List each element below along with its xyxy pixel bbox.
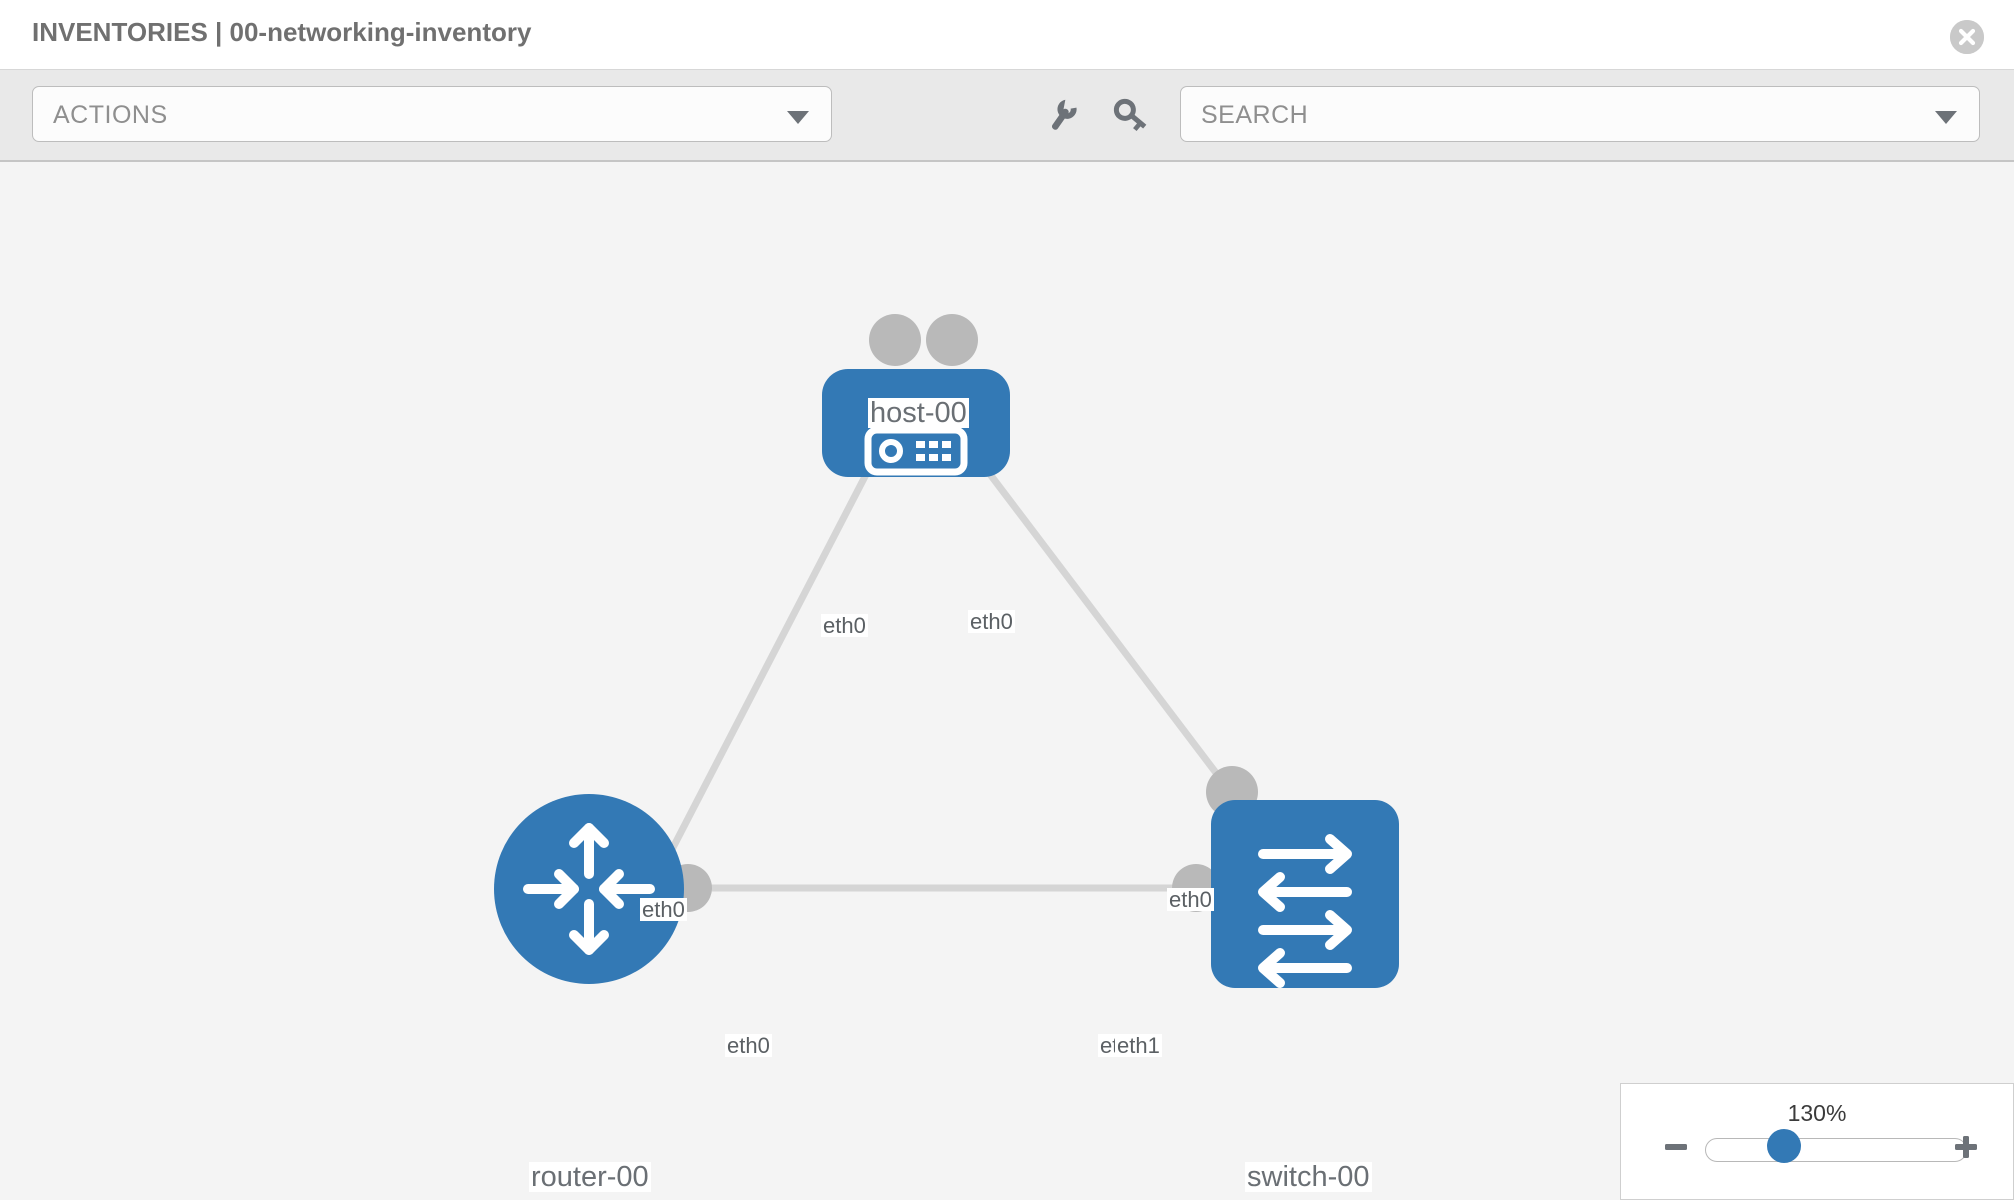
iface-label-host-right: eth0 [968,609,1015,634]
plus-icon[interactable] [1953,1134,1979,1165]
close-icon[interactable] [1950,20,1984,54]
port-host-right [926,314,978,366]
zoom-slider-track[interactable] [1705,1138,1967,1162]
search-placeholder: SEARCH [1201,101,1309,129]
link-host-switch[interactable] [955,429,1235,797]
iface-label-router-eth0: eth0 [725,1033,772,1058]
router-arrows-icon [523,823,655,955]
link-host-router[interactable] [646,430,892,894]
key-icon[interactable] [1108,92,1154,138]
wrench-icon[interactable] [1040,92,1086,138]
actions-dropdown-label: ACTIONS [53,101,168,129]
node-label-router-00: router-00 [529,1161,651,1193]
page-header: INVENTORIES | 00-networking-inventory [0,0,2014,70]
page-title: INVENTORIES | 00-networking-inventory [32,17,532,47]
toolbar: ACTIONS SEARCH [0,70,2014,162]
zoom-percent-label: 130% [1787,1100,1847,1126]
node-label-switch-00: switch-00 [1245,1161,1372,1193]
iface-label-router-uplink: eth0 [640,897,687,922]
node-label-host-00: host-00 [868,397,969,429]
chevron-down-icon [787,111,809,124]
zoom-slider-thumb[interactable] [1767,1129,1801,1163]
search-input[interactable]: SEARCH [1180,86,1980,142]
server-icon [864,426,968,476]
minus-icon[interactable] [1663,1134,1689,1165]
node-router-00[interactable] [494,794,684,984]
topology-canvas[interactable]: host-00 router-00 switch-00 eth0 eth0 et… [0,162,2014,1200]
node-switch-00[interactable] [1211,800,1399,988]
iface-label-host-left: eth0 [821,613,868,638]
iface-label-switch-eth1: eth1 [1115,1033,1162,1058]
actions-dropdown[interactable]: ACTIONS [32,86,832,142]
chevron-down-icon[interactable] [1935,111,1957,124]
iface-label-switch-uplink: eth0 [1167,887,1214,912]
zoom-control-panel: 130% [1620,1083,2014,1200]
switch-arrows-icon [1258,834,1352,988]
port-host-left [869,314,921,366]
topology-graph [494,314,1399,988]
